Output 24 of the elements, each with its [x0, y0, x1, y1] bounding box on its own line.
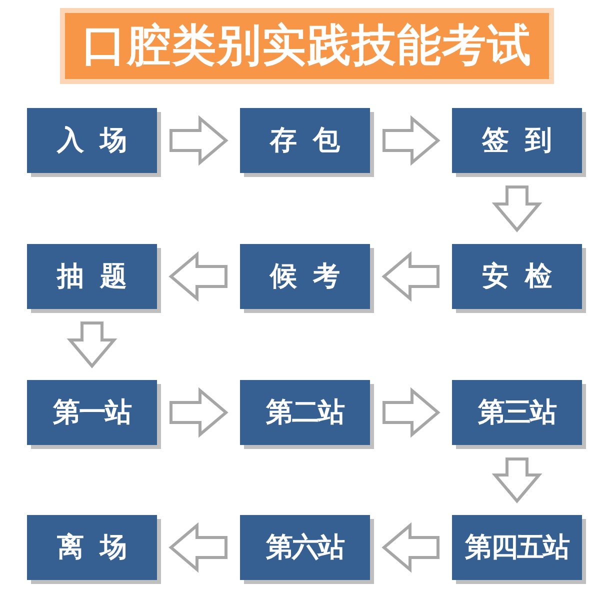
step-box: 第二站 — [240, 380, 370, 445]
step-box: 存包 — [240, 108, 370, 173]
step-box: 第四五站 — [452, 515, 582, 580]
block-arrow — [168, 251, 228, 302]
title-banner: 口腔类别实践技能考试 — [60, 8, 554, 84]
step-box: 离场 — [27, 515, 157, 580]
block-arrow — [382, 115, 440, 166]
step-box: 候考 — [240, 244, 370, 309]
block-arrow — [382, 387, 440, 438]
step-box: 入场 — [27, 108, 157, 173]
block-arrow — [170, 115, 228, 166]
step-box: 第三站 — [452, 380, 582, 445]
block-arrow — [382, 251, 440, 302]
block-arrow — [492, 458, 542, 504]
block-arrow — [66, 322, 118, 368]
step-box: 安检 — [452, 244, 582, 309]
step-box: 第一站 — [27, 380, 157, 445]
step-box: 签到 — [452, 108, 582, 173]
block-arrow — [382, 522, 440, 573]
step-box: 第六站 — [240, 515, 370, 580]
step-box: 抽题 — [27, 244, 157, 309]
block-arrow — [492, 186, 542, 232]
block-arrow — [168, 522, 228, 573]
block-arrow — [170, 387, 228, 438]
